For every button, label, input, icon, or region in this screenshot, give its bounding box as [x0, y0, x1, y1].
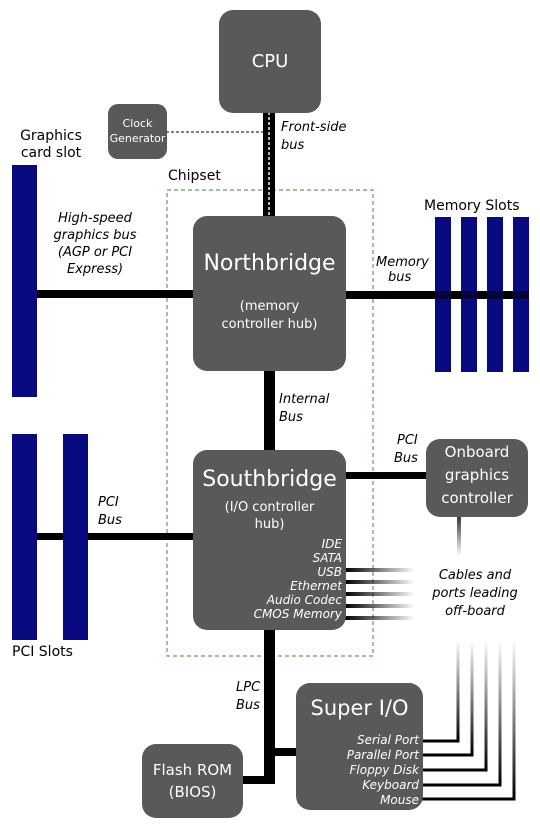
graphics-card-slot [12, 165, 37, 397]
super-io-port: Serial Port [357, 733, 419, 747]
pci-bus-left-label-1: PCI [98, 495, 119, 510]
cables-label-1: Cables and [420, 568, 530, 583]
northbridge-sub-1: (memory [239, 299, 300, 314]
front-side-bus-label-2: bus [281, 138, 305, 153]
southbridge-sub-1: (I/O controller [224, 500, 315, 515]
graphics-card-slot-label-2: card slot [20, 145, 82, 161]
onboard-graphics-line1: Onboard [444, 443, 510, 461]
cpu-box: CPU [219, 10, 321, 113]
super-io-title: Super I/O [310, 696, 409, 720]
lpc-bus-to-flash [242, 776, 275, 784]
cable-line [345, 568, 415, 572]
southbridge-title: Southbridge [202, 467, 337, 492]
internal-bus-label-1: Internal [279, 392, 330, 407]
northbridge-box: Northbridge (memory controller hub) [193, 216, 346, 371]
memory-bus-line [345, 291, 515, 299]
internal-bus-line [264, 370, 275, 454]
memory-bus-label-2: bus [388, 270, 412, 285]
graphics-bus-label-4: Express) [66, 262, 124, 277]
flash-rom-line1: Flash ROM [152, 761, 233, 779]
lpc-bus-vertical [264, 628, 275, 782]
lpc-bus-to-superio [264, 748, 298, 756]
graphics-bus-label-2: graphics bus [53, 228, 137, 243]
northbridge-sub-2: controller hub) [221, 317, 318, 332]
clock-generator-line2: Generator [109, 132, 166, 145]
clock-generator-line1: Clock [122, 117, 153, 130]
memory-bus-label-1: Memory [376, 255, 429, 270]
southbridge-interface: Audio Codec [266, 593, 342, 607]
onboard-graphics-line2: graphics [444, 466, 510, 484]
memory-slots-label: Memory Slots [424, 198, 520, 214]
cable-line [345, 604, 415, 608]
super-io-box: Super I/O Serial Port Parallel Port Flop… [296, 683, 423, 810]
super-io-port: Floppy Disk [349, 763, 419, 777]
graphics-bus-line [37, 290, 195, 298]
memory-slot-connector [435, 291, 529, 299]
southbridge-interface: IDE [321, 537, 342, 551]
cables-label-2: ports leading [420, 586, 530, 601]
cable-line [345, 580, 415, 584]
chipset-label: Chipset [168, 168, 221, 184]
front-side-bus-label-1: Front-side [281, 120, 347, 135]
southbridge-interface: USB [317, 565, 342, 579]
cables-label-3: off-board [420, 604, 530, 619]
super-io-port: Mouse [380, 793, 419, 807]
onboard-graphics-line3: controller [441, 489, 513, 507]
super-io-port: Keyboard [362, 778, 419, 792]
southbridge-sub-2: hub) [254, 517, 285, 532]
lpc-bus-label-2: Bus [236, 698, 260, 713]
cable-line [345, 592, 415, 596]
northbridge-title: Northbridge [203, 251, 336, 276]
pci-slot [63, 434, 88, 640]
super-io-port: Parallel Port [346, 748, 419, 762]
graphics-bus-label-1: High-speed [58, 211, 132, 226]
flash-rom-box: Flash ROM (BIOS) [142, 744, 243, 818]
internal-bus-label-2: Bus [279, 410, 303, 425]
southbridge-box: Southbridge (I/O controller hub) IDE SAT… [193, 450, 346, 630]
cpu-label: CPU [251, 51, 289, 72]
pci-slot [12, 434, 37, 640]
southbridge-interface: SATA [312, 551, 342, 565]
front-side-bus-line [263, 110, 275, 222]
pci-bus-right-label-2: Bus [394, 451, 418, 466]
superio-cables [420, 640, 516, 801]
clock-generator-box: Clock Generator [108, 104, 167, 159]
pci-bus-right-label-1: PCI [397, 433, 418, 448]
pci-bus-left-label-2: Bus [98, 513, 122, 528]
graphics-card-slot-label-1: Graphics [20, 128, 82, 144]
pci-bus-right-line [345, 472, 429, 479]
flash-rom-line2: (BIOS) [168, 783, 217, 801]
cable-line [457, 516, 461, 556]
southbridge-interface: Ethernet [290, 579, 342, 593]
pci-slots-label: PCI Slots [12, 644, 73, 660]
pci-bus-left-line [37, 533, 195, 540]
cable-line [345, 616, 415, 620]
southbridge-interface: CMOS Memory [253, 607, 342, 621]
lpc-bus-label-1: LPC [236, 680, 261, 695]
onboard-graphics-box: Onboard graphics controller [426, 439, 528, 517]
graphics-bus-label-3: (AGP or PCI [57, 245, 133, 260]
